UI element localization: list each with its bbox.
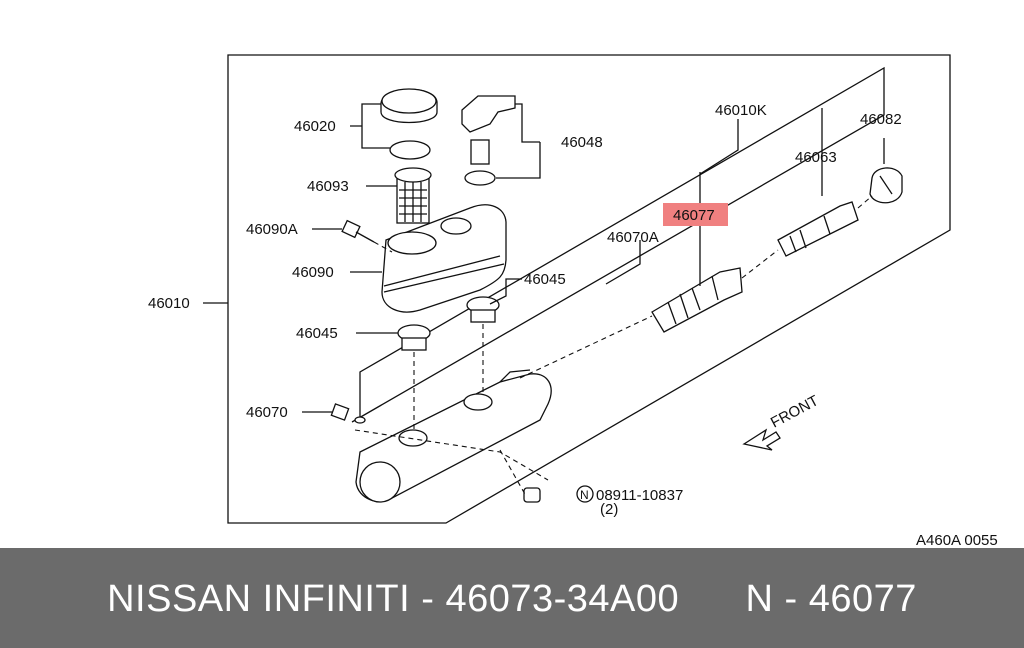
- parts-diagram: 46020 46048 46093 46090A 46090 46045 460…: [148, 54, 998, 548]
- label-46020: 46020: [294, 118, 336, 135]
- label-bolt-part: 08911-10837: [596, 487, 683, 504]
- piston-46070: [330, 403, 366, 424]
- secondary-piston: [777, 201, 859, 257]
- label-46010K: 46010K: [715, 102, 767, 119]
- front-arrow-icon: [742, 428, 781, 451]
- label-46045-left: 46045: [296, 325, 338, 342]
- assembly-line: [354, 195, 873, 497]
- label-46070A: 46070A: [607, 229, 659, 246]
- label-46090A: 46090A: [246, 221, 298, 238]
- stopper-ring: [869, 167, 903, 204]
- reservoir-bolt: [341, 219, 375, 243]
- label-46090: 46090: [292, 264, 334, 281]
- footer-bar: NISSAN INFINITI - 46073-34A00 N - 46077: [0, 548, 1024, 648]
- diagram-code: A460A 0055: [916, 532, 998, 548]
- label-bolt-qty: (2): [600, 501, 618, 518]
- cap-seal: [389, 140, 431, 160]
- footer-part-number: NISSAN INFINITI - 46073-34A00 N - 46077: [107, 578, 917, 620]
- reservoir-cap: [380, 88, 438, 124]
- mounting-nut: [523, 487, 541, 503]
- label-46048: 46048: [561, 134, 603, 151]
- label-46070: 46070: [246, 404, 288, 421]
- label-front: FRONT: [768, 392, 822, 431]
- primary-piston: [651, 267, 743, 333]
- n-symbol-circle: [576, 485, 594, 503]
- label-46063: 46063: [795, 149, 837, 166]
- level-sensor: [461, 95, 516, 186]
- reservoir-tank: [381, 204, 507, 313]
- label-46093: 46093: [307, 178, 349, 195]
- label-46045-right: 46045: [524, 271, 566, 288]
- grommet-right: [466, 296, 500, 323]
- label-n-symbol: N: [580, 488, 589, 502]
- assembly-frame: [227, 54, 951, 524]
- master-cylinder-body: [355, 369, 552, 503]
- label-46010: 46010: [148, 295, 190, 312]
- label-46077: 46077: [673, 207, 715, 224]
- strainer: [394, 167, 432, 224]
- highlight-box: [663, 203, 728, 226]
- leader-lines: [203, 103, 885, 413]
- label-46082: 46082: [860, 111, 902, 128]
- grommet-left: [397, 324, 431, 351]
